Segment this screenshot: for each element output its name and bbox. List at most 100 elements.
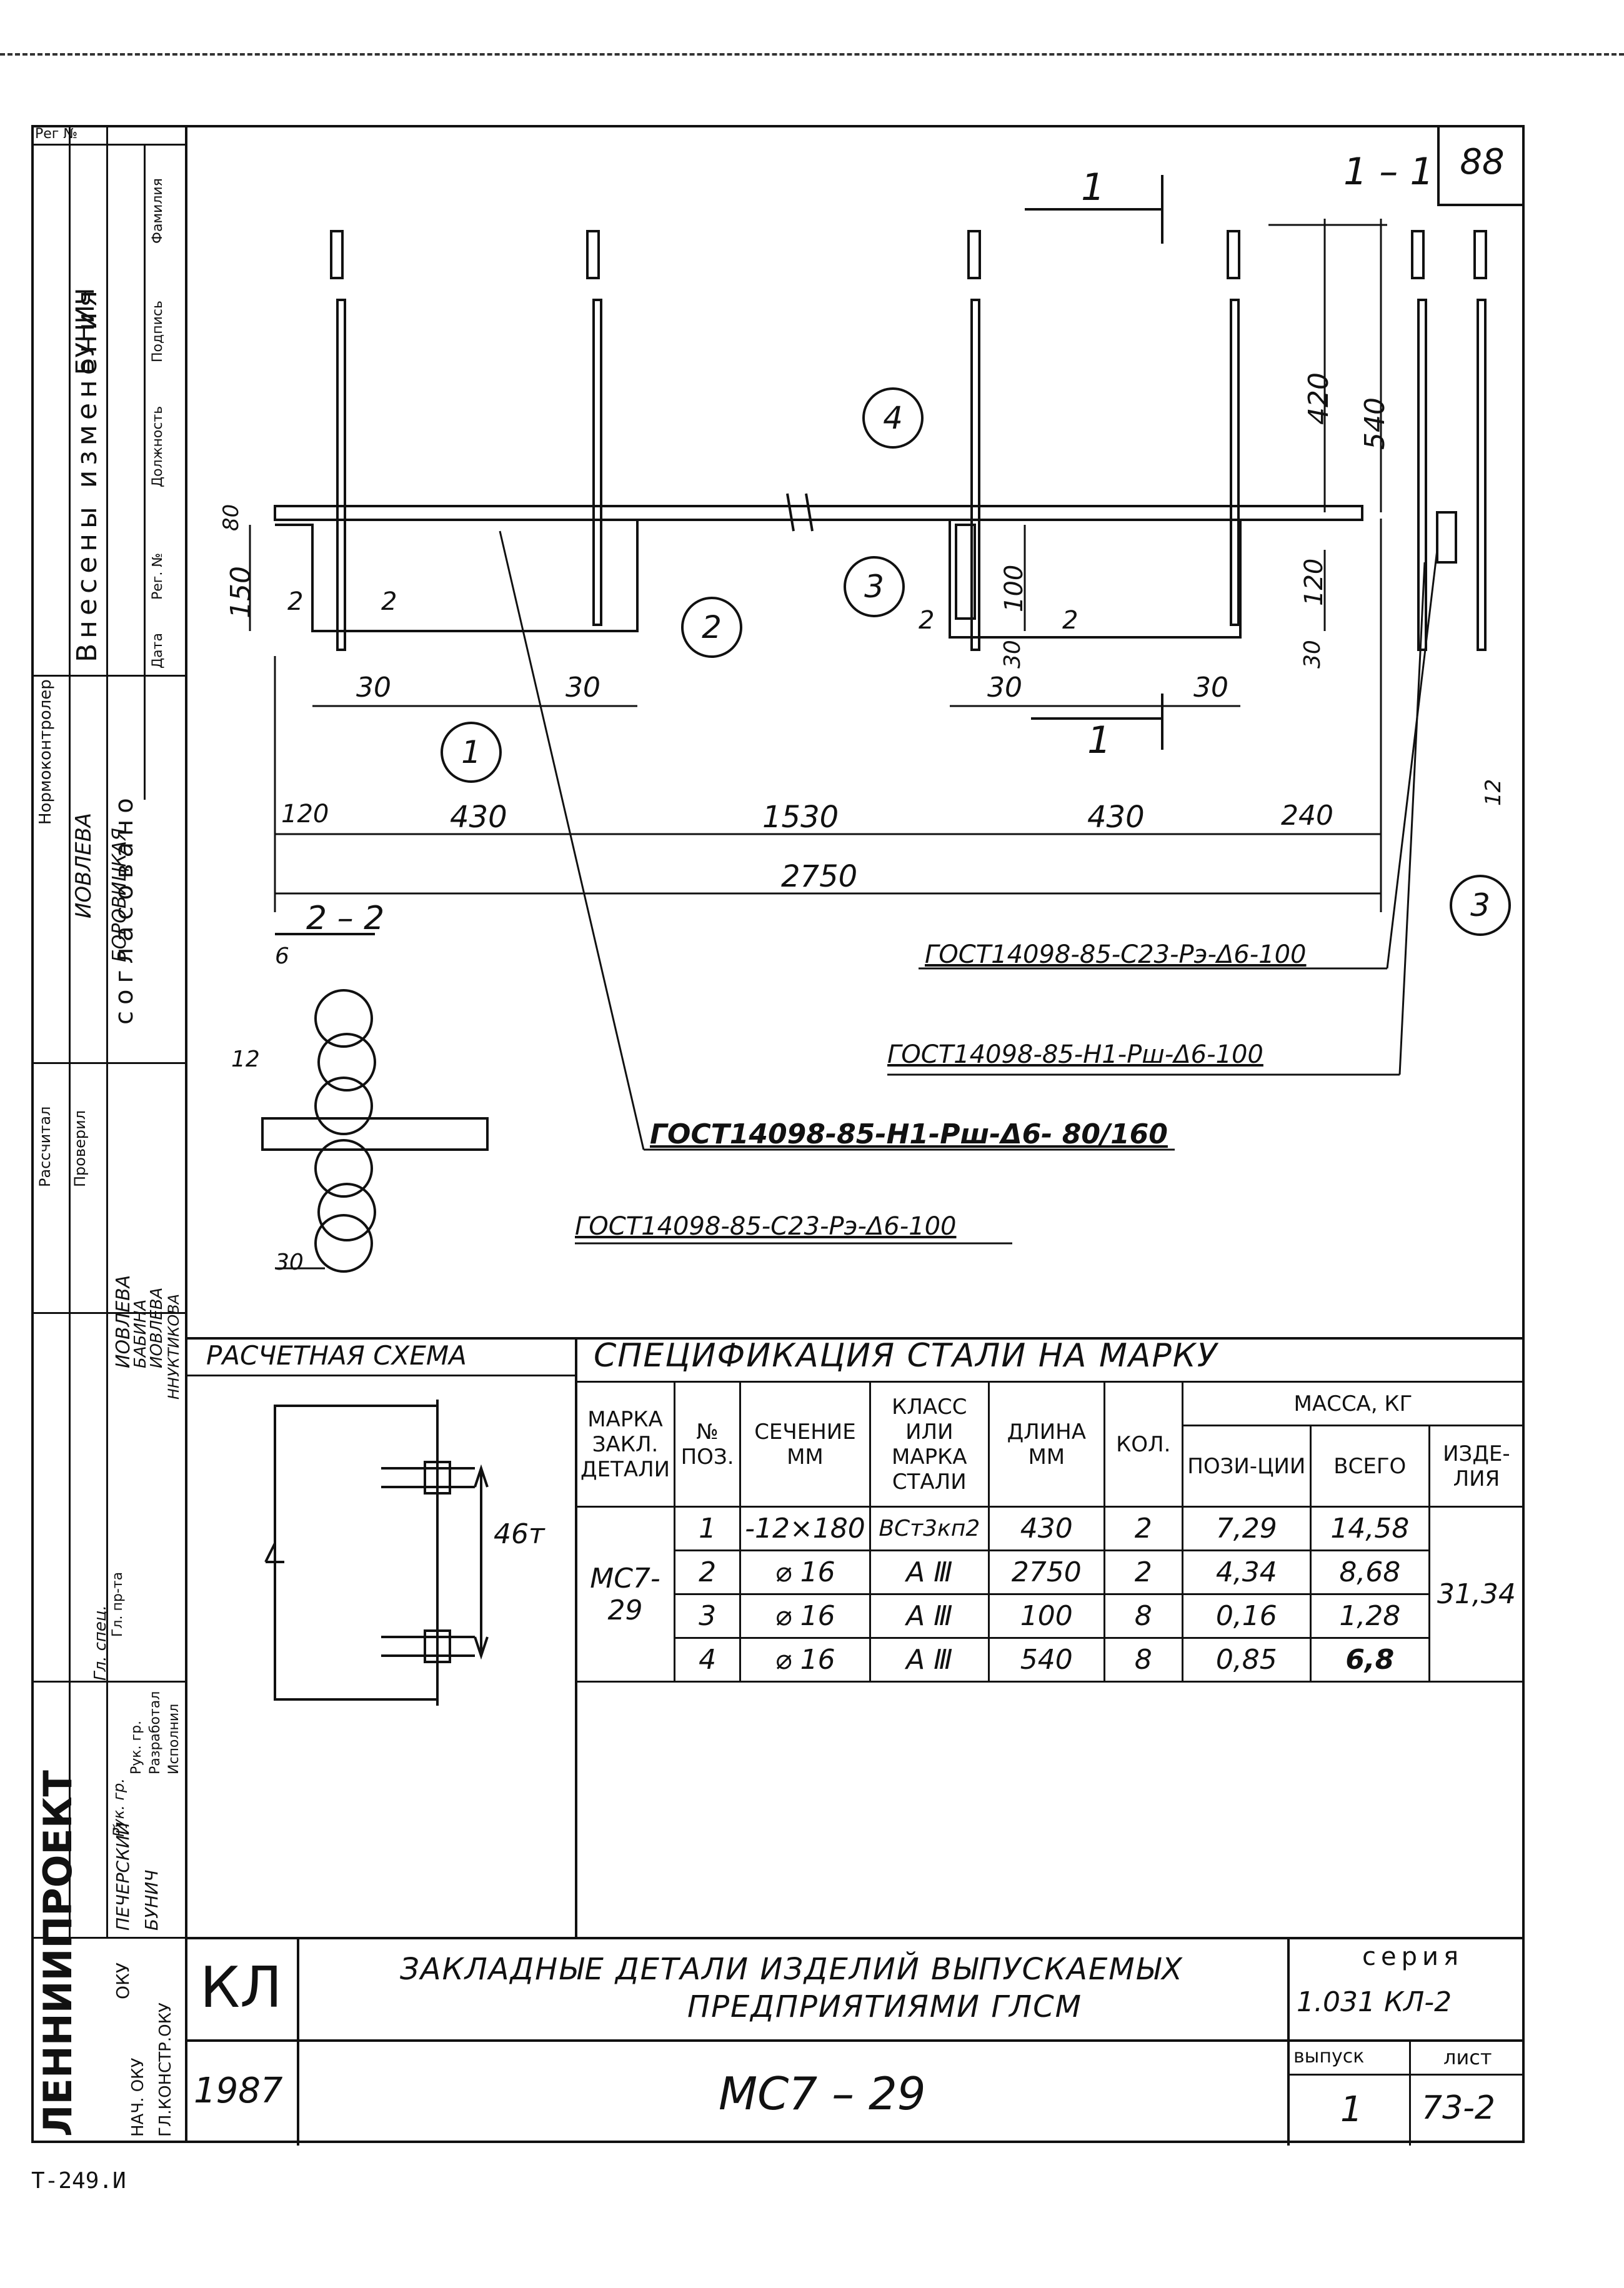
sheet-number-box: 88: [1437, 125, 1525, 206]
title-line-2: ПРЕДПРИЯТИЯМИ ГЛСМ: [687, 1989, 1083, 2024]
position-callout-2: 2: [681, 597, 742, 658]
section-1-top: 1: [1081, 166, 1105, 209]
position-number: 4: [883, 400, 903, 436]
year-label: 1987: [194, 2071, 283, 2111]
cell-length: 2750: [987, 1549, 1105, 1595]
mark-cell: МС7-29: [574, 1506, 676, 1683]
weld-note-2: ГОСТ14098-85-Н1-Рш-Δ6-100: [887, 1040, 1263, 1069]
dim-430-1: 430: [450, 800, 507, 835]
position-callout-3b: 3: [1450, 875, 1511, 936]
dim-540: 540: [1359, 397, 1391, 450]
cell-length: 540: [987, 1637, 1105, 1683]
dim-430-2: 430: [1087, 800, 1145, 835]
table-row: 2 ⌀ 16 А Ⅲ 2750 2 4,34 8,68: [576, 1549, 1524, 1595]
okv-name-2: БУНИЧ: [141, 1869, 162, 1931]
role-name-1: Гл. спец.: [91, 1605, 110, 1681]
okv-label-2: ГЛ.КОНСТР.ОКУ: [156, 2002, 175, 2137]
dim-120-h: 120: [281, 800, 329, 828]
dim-30-a: 30: [1000, 640, 1025, 669]
spec-title: СПЕЦИФИКАЦИЯ СТАЛИ НА МАРКУ: [594, 1337, 1218, 1375]
okv-short: ОКУ: [112, 1962, 133, 1999]
scheme-title: РАСЧЕТНАЯ СХЕМА: [206, 1340, 467, 1371]
sheet-number: 88: [1460, 142, 1505, 182]
left-strip: Рег № Нормоконтролер Внесены изменения Б…: [31, 125, 187, 2143]
cell-section: ⌀ 16: [739, 1593, 871, 1639]
org-name: ЛЕННИИПРОЕКТ: [35, 1770, 81, 2137]
cell-length: 430: [987, 1506, 1105, 1551]
cell-mass-pos: 0,16: [1181, 1593, 1312, 1639]
cell-pos: 3: [674, 1593, 742, 1639]
role-label-1: Гл. пр-та: [110, 1571, 126, 1637]
section-2-mark-1: 2: [287, 587, 304, 616]
cell-pos: 2: [674, 1549, 742, 1595]
position-number: 1: [461, 734, 481, 770]
position-number: 2: [702, 609, 722, 645]
hdr-qty: КОЛ.: [1103, 1381, 1183, 1508]
position-number: 3: [1470, 887, 1490, 923]
hdr-mass-all: ВСЕГО: [1309, 1425, 1430, 1508]
hdr-section: СЕЧЕНИЕ ММ: [739, 1381, 871, 1508]
position-number: 3: [864, 569, 884, 605]
footer-code: Т-249.И: [31, 2168, 126, 2194]
dim-100: 100: [1000, 564, 1029, 612]
technical-drawing: [249, 175, 1487, 1273]
load-label: 46т: [494, 1518, 545, 1550]
hdr-mass-pos: ПОЗИ-ЦИИ: [1181, 1425, 1312, 1508]
drawing-frame: [31, 125, 1525, 2143]
dim-30-b: 30: [1300, 640, 1325, 669]
spec-table: МАРКА ЗАКЛ. ДЕТАЛИ № ПОЗ. СЕЧЕНИЕ ММ КЛА…: [574, 1381, 1525, 1683]
dim-12-right: 12: [1481, 778, 1506, 806]
dim-30-3: 30: [987, 672, 1022, 704]
hdr-length: ДЛИНА ММ: [987, 1381, 1105, 1508]
dim-30-section: 30: [275, 1250, 304, 1275]
series-label: серия: [1362, 1942, 1464, 1971]
code-label: КЛ: [200, 1955, 282, 2021]
dim-30-2: 30: [565, 672, 600, 704]
sheet-value: 73-2: [1422, 2089, 1496, 2127]
cell-mass-pos: 0,85: [1181, 1637, 1312, 1683]
cell-mass-all: 6,8: [1309, 1637, 1430, 1683]
section-2-mark-2: 2: [381, 587, 397, 616]
hdr-mass: МАССА, КГ: [1181, 1381, 1525, 1426]
okv-name-1: ПЕЧЕРСКИЙ: [112, 1822, 133, 1931]
section-1-1-label: 1 – 1: [1343, 150, 1434, 194]
issue-label: выпуск: [1293, 2046, 1365, 2067]
dim-2750: 2750: [781, 859, 858, 894]
cell-steel: ВСт3кп2: [869, 1506, 990, 1551]
cell-section: -12×180: [739, 1506, 871, 1551]
dim-12-left: 12: [231, 1047, 260, 1072]
dim-80: 80: [219, 504, 244, 531]
lower-divider: [187, 1337, 1525, 1340]
title-line-1: ЗАКЛАДНЫЕ ДЕТАЛИ ИЗДЕЛИЙ ВЫПУСКАЕМЫХ: [400, 1952, 1183, 1987]
table-row: 3 ⌀ 16 А Ⅲ 100 8 0,16 1,28: [576, 1593, 1524, 1639]
sheet-label: лист: [1443, 2046, 1492, 2069]
dim-120: 120: [1300, 558, 1328, 606]
section-2-mark-3: 2: [919, 606, 935, 635]
position-callout-1: 1: [441, 722, 502, 783]
product-mark: МС7 – 29: [719, 2067, 926, 2120]
cell-length: 100: [987, 1593, 1105, 1639]
role-label-4: Исполнил: [166, 1703, 182, 1774]
calc-scheme: [264, 1400, 489, 1706]
top-border: [0, 53, 1624, 56]
weld-note-3: ГОСТ14098-85-Н1-Рш-Δ6- 80/160: [650, 1118, 1168, 1150]
weld-note-1: ГОСТ14098-85-С23-Рэ-Δ6-100: [925, 940, 1307, 969]
total-cell: 31,34: [1428, 1506, 1525, 1683]
hdr-steel: КЛАСС ИЛИ МАРКА СТАЛИ: [869, 1381, 990, 1508]
section-2-2-label: 2 – 2: [306, 900, 385, 937]
hdr-mass-item: ИЗДЕ-ЛИЯ: [1428, 1425, 1525, 1508]
cell-pos: 1: [674, 1506, 742, 1551]
dim-150: 150: [225, 566, 257, 619]
cell-qty: 2: [1103, 1549, 1183, 1595]
cell-qty: 8: [1103, 1637, 1183, 1683]
weld-note-4: ГОСТ14098-85-С23-Рэ-Δ6-100: [575, 1212, 957, 1241]
dim-240: 240: [1281, 800, 1333, 832]
scheme-title-line: [187, 1375, 575, 1376]
series-value: 1.031 КЛ-2: [1297, 1986, 1452, 2018]
dim-30-1: 30: [356, 672, 391, 704]
cell-mass-all: 8,68: [1309, 1549, 1430, 1595]
cell-section: ⌀ 16: [739, 1549, 871, 1595]
reg-label: Рег №: [35, 126, 78, 142]
cell-mass-all: 1,28: [1309, 1593, 1430, 1639]
hdr-pos: № ПОЗ.: [674, 1381, 742, 1508]
